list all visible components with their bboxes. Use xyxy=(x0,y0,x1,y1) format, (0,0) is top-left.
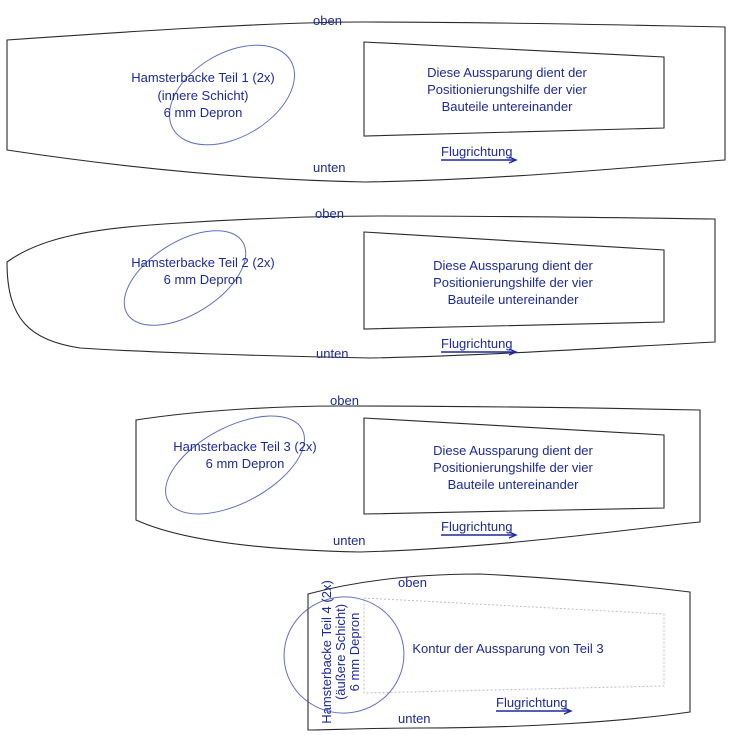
part-2-cutout-line-3: Bauteile untereinander xyxy=(448,292,579,307)
part-3-outline xyxy=(135,405,701,553)
part-1-name-line-3: 6 mm Depron xyxy=(164,105,243,120)
part-1: oben unten Hamsterbacke Teil 1 (2x) (inn… xyxy=(6,13,726,183)
part-2-arrow-head xyxy=(508,348,518,356)
part-1-flight-direction: Flugrichtung xyxy=(441,144,513,159)
part-4-ellipse-mark xyxy=(283,596,405,714)
part-1-bottom-label: unten xyxy=(313,160,346,175)
part-3-name-line-2: 6 mm Depron xyxy=(206,456,285,471)
part-4-bottom-label: unten xyxy=(398,711,431,726)
part-4-name-line-1: Hamsterbacke Teil 4 (2x) xyxy=(319,580,334,724)
part-3-name-line-1: Hamsterbacke Teil 3 (2x) xyxy=(173,439,317,454)
part-4-name-line-3: 6 mm Depron xyxy=(347,613,362,692)
part-1-cutout-line-3: Bauteile untereinander xyxy=(442,99,573,114)
part-4-cutout-text: Kontur der Aussparung von Teil 3 xyxy=(412,641,603,656)
part-1-ellipse-mark xyxy=(168,44,296,146)
part-2: oben unten Hamsterbacke Teil 2 (2x) 6 mm… xyxy=(6,206,716,361)
part-1-name-line-1: Hamsterbacke Teil 1 (2x) xyxy=(131,70,275,85)
part-1-top-label: oben xyxy=(313,13,342,28)
part-2-name-line-1: Hamsterbacke Teil 2 (2x) xyxy=(131,255,275,270)
part-1-arrow-head xyxy=(508,156,518,164)
part-4-cutout-contour xyxy=(363,597,665,694)
part-4-arrow-head xyxy=(563,707,573,715)
part-4-flight-direction: Flugrichtung xyxy=(496,695,568,710)
part-3-cutout-line-1: Diese Aussparung dient der xyxy=(433,443,593,458)
part-3-bottom-label: unten xyxy=(333,533,366,548)
part-1-cutout-line-2: Positionierungshilfe der vier xyxy=(427,82,587,97)
part-4-outline xyxy=(307,573,691,731)
part-2-cutout-line-2: Positionierungshilfe der vier xyxy=(433,275,593,290)
part-2-bottom-label: unten xyxy=(316,346,349,361)
part-4: oben unten Hamsterbacke Teil 4 (2x) (äuß… xyxy=(283,573,691,731)
part-2-outline xyxy=(6,215,716,359)
part-4-top-label: oben xyxy=(398,575,427,590)
part-2-top-label: oben xyxy=(315,206,344,221)
part-1-name-line-2: (innere Schicht) xyxy=(157,88,248,103)
part-3: oben unten Hamsterbacke Teil 3 (2x) 6 mm… xyxy=(135,393,701,553)
part-2-ellipse-mark xyxy=(123,230,247,326)
part-3-cutout xyxy=(363,417,665,515)
part-4-name-line-2: (äußere Schicht) xyxy=(333,604,348,700)
part-3-ellipse-mark xyxy=(165,415,305,515)
part-2-cutout xyxy=(363,231,665,330)
part-1-cutout xyxy=(363,41,665,137)
part-2-flight-direction: Flugrichtung xyxy=(441,336,513,351)
part-1-outline xyxy=(6,21,726,183)
part-3-flight-direction: Flugrichtung xyxy=(441,519,513,534)
part-3-arrow-head xyxy=(508,531,518,539)
part-4-name-rotated: Hamsterbacke Teil 4 (2x) (äußere Schicht… xyxy=(319,580,362,724)
part-3-top-label: oben xyxy=(330,393,359,408)
part-2-cutout-line-1: Diese Aussparung dient der xyxy=(433,258,593,273)
part-3-cutout-line-3: Bauteile untereinander xyxy=(448,477,579,492)
part-1-cutout-line-1: Diese Aussparung dient der xyxy=(427,65,587,80)
part-3-cutout-line-2: Positionierungshilfe der vier xyxy=(433,460,593,475)
part-2-name-line-2: 6 mm Depron xyxy=(164,272,243,287)
